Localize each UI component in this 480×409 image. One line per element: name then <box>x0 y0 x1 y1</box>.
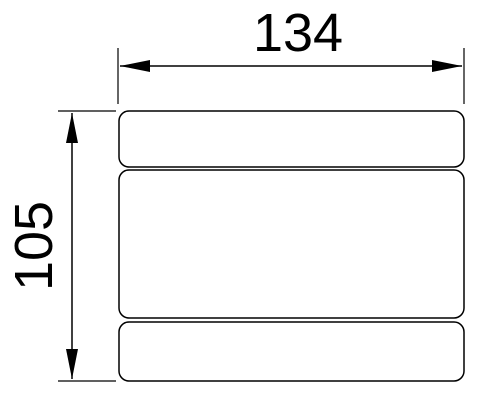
object-outline <box>118 110 465 382</box>
top-section <box>118 110 465 168</box>
bottom-section <box>118 321 465 382</box>
height-dimension-label: 105 <box>4 201 64 291</box>
width-dimension-label: 134 <box>253 3 343 63</box>
height-dimension: 105 <box>4 110 116 382</box>
middle-section <box>118 169 465 319</box>
width-dimension: 134 <box>117 3 465 104</box>
